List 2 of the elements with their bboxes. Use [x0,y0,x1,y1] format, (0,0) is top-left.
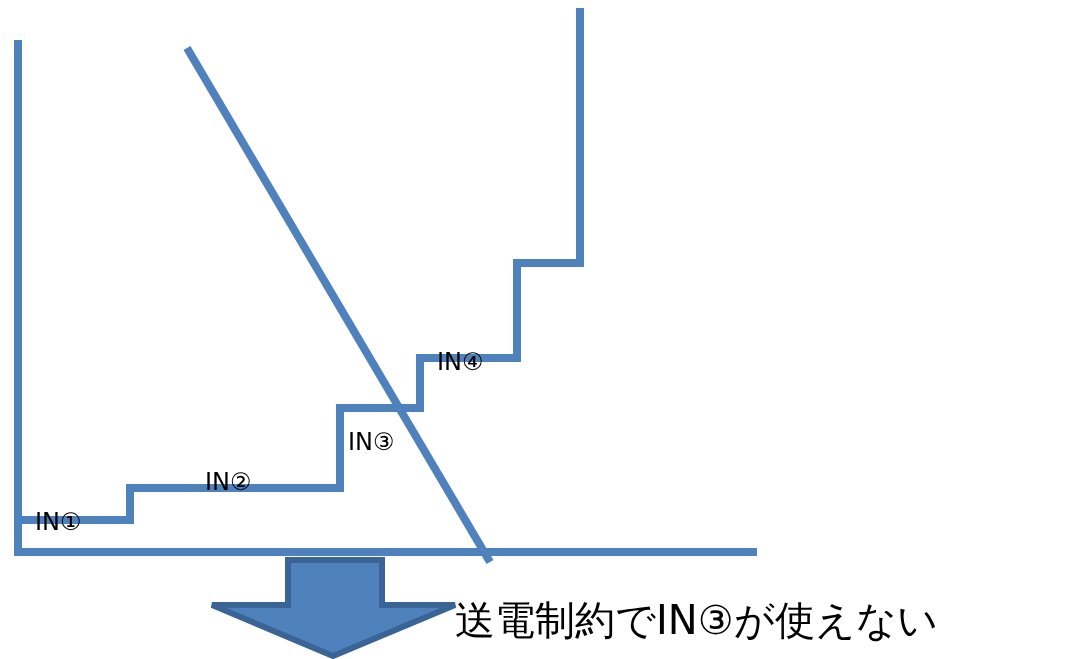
curve-label: IN③ [348,430,395,454]
note-text: 送電制約でIN③が使えない [455,600,938,640]
